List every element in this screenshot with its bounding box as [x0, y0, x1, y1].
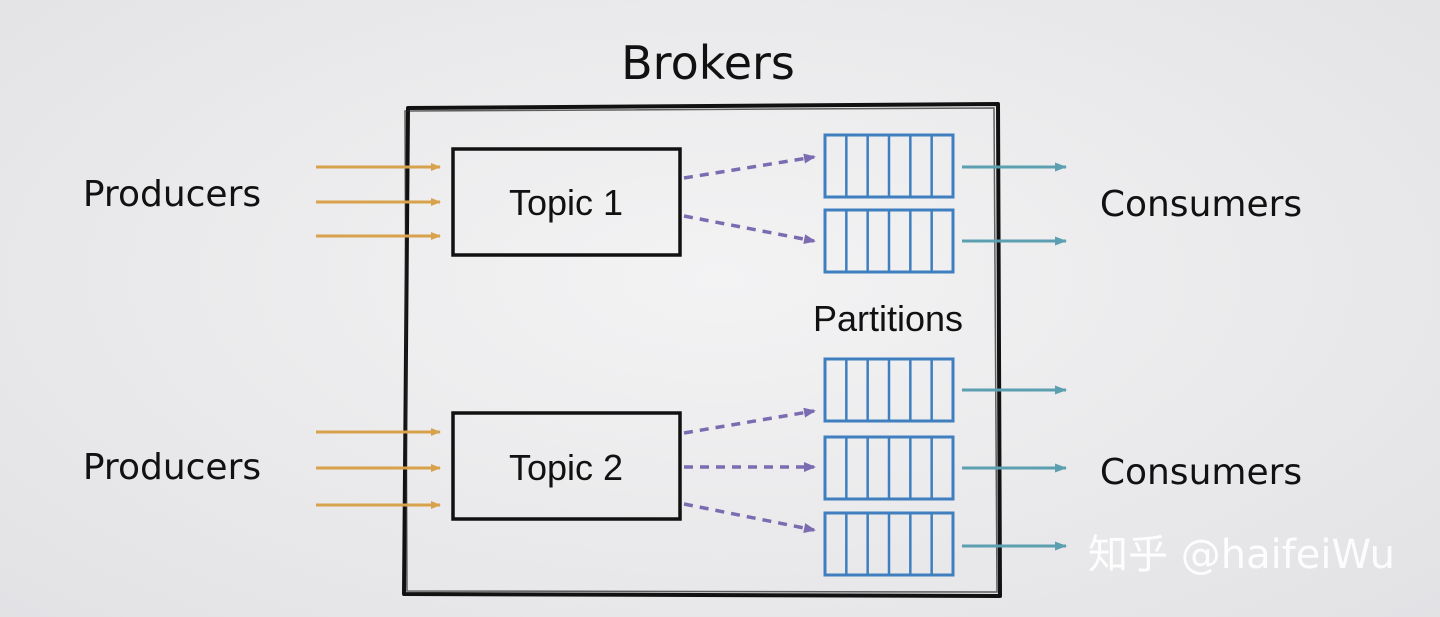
topic-1-link-partition-2: [683, 214, 816, 245]
consumers-label-bottom: Consumers: [1100, 452, 1302, 493]
partitions-label: Partitions: [813, 298, 963, 339]
topic-2-box: Topic 2: [451, 411, 682, 521]
producer-arrows-bottom: [316, 428, 441, 509]
topic-1-label: Topic 1: [509, 182, 623, 223]
brokers-title: Brokers: [621, 36, 795, 90]
partition-4: [823, 435, 955, 501]
topic-1-box: Topic 1: [451, 147, 682, 257]
partition-3: [823, 357, 955, 423]
watermark: 知乎 @haifeiWu: [1088, 532, 1395, 578]
producers-label-bottom: Producers: [83, 447, 261, 488]
producers-label-top: Producers: [83, 174, 261, 215]
topic-2-link-partition-5: [683, 502, 816, 533]
partition-5: [823, 511, 955, 577]
topic-links: [683, 153, 816, 533]
consumers-label-top: Consumers: [1100, 184, 1302, 225]
producer-arrows-top: [316, 163, 441, 240]
partition-1: [823, 133, 955, 199]
topic-2-link-partition-3: [683, 407, 816, 435]
topic-1-link-partition-1: [683, 153, 816, 180]
topic-2-label: Topic 2: [509, 447, 623, 488]
partitions-group: [823, 133, 955, 577]
consumer-arrows: [962, 162, 1067, 551]
partition-2: [823, 208, 955, 274]
